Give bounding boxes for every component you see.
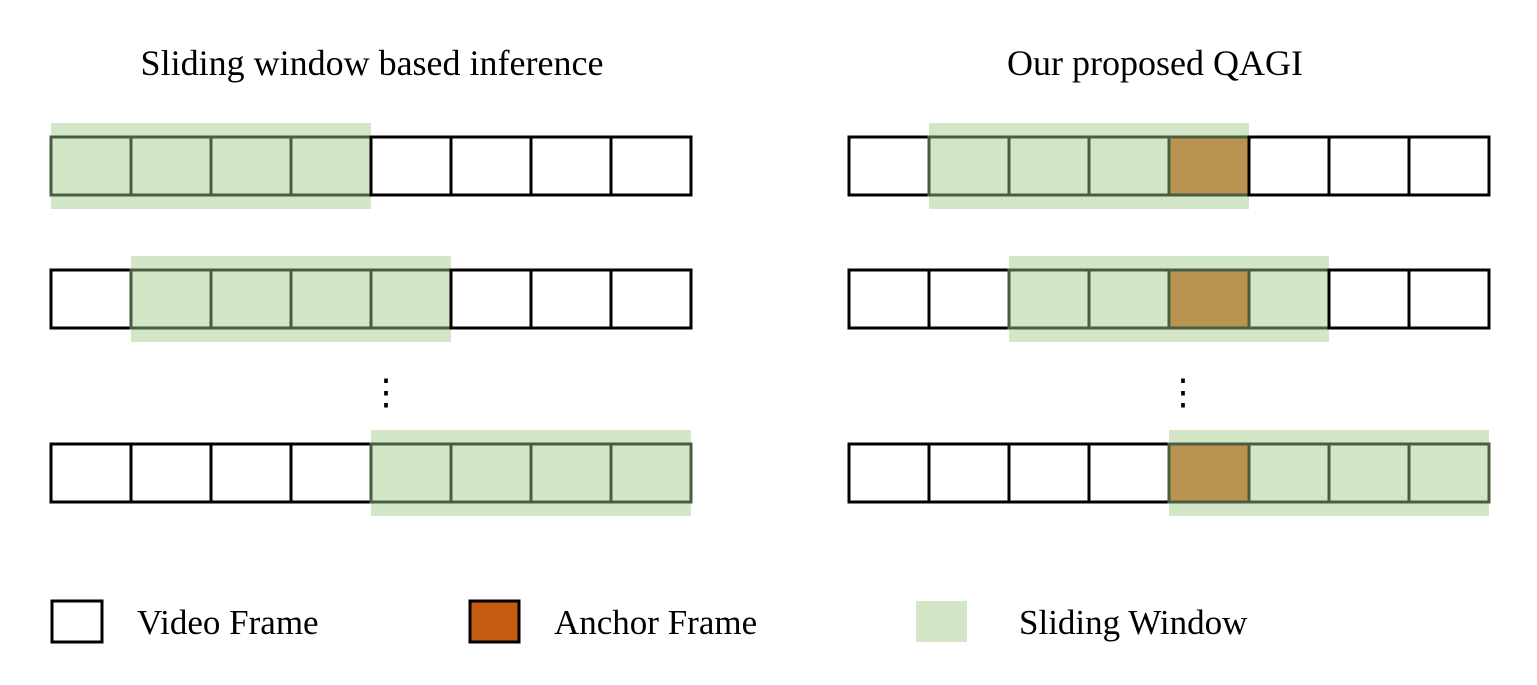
panel-sliding-window: Sliding window based inference ⋮ <box>49 43 693 516</box>
video-frame <box>1087 442 1171 504</box>
panel-qagi: Our proposed QAGI ⋮ <box>847 43 1491 516</box>
anchor-frame <box>1167 268 1251 330</box>
legend: Video Frame Anchor Frame Sliding Window <box>50 599 1248 644</box>
frame-row <box>49 123 693 209</box>
video-frame <box>1407 135 1491 197</box>
video-frame <box>847 442 931 504</box>
legend-anchor-frame-swatch <box>468 599 521 644</box>
video-frame <box>49 268 133 330</box>
video-frame <box>1407 442 1491 504</box>
anchor-frame <box>1167 135 1251 197</box>
video-frame <box>1407 268 1491 330</box>
frame-row <box>49 430 693 516</box>
frame-row <box>847 430 1491 516</box>
video-frame <box>1327 268 1411 330</box>
anchor-frame <box>1167 442 1251 504</box>
legend-video-frame-label: Video Frame <box>137 603 319 642</box>
ellipsis: ⋮ <box>368 372 404 412</box>
video-frame <box>1007 442 1091 504</box>
video-frame <box>449 135 533 197</box>
ellipsis: ⋮ <box>1165 372 1201 412</box>
frame-row <box>847 123 1491 209</box>
legend-sliding-window-label: Sliding Window <box>1019 603 1248 642</box>
panel-title-sliding-window: Sliding window based inference <box>141 43 604 83</box>
video-frame <box>609 442 693 504</box>
video-frame <box>449 268 533 330</box>
legend-sliding-window-swatch <box>916 601 967 642</box>
video-frame <box>529 135 613 197</box>
video-frame <box>927 268 1011 330</box>
video-frame <box>529 268 613 330</box>
video-frame <box>847 268 931 330</box>
panel-title-qagi: Our proposed QAGI <box>1007 43 1303 83</box>
frame-row <box>49 256 693 342</box>
panel-rows <box>49 123 693 516</box>
legend-anchor-frame-label: Anchor Frame <box>554 603 757 642</box>
video-frame <box>209 442 293 504</box>
video-frame <box>129 442 213 504</box>
video-frame <box>1327 135 1411 197</box>
video-frame <box>1247 135 1331 197</box>
legend-video-frame-swatch <box>50 599 104 644</box>
frame-row <box>847 256 1491 342</box>
video-frame <box>847 135 931 197</box>
panel-rows <box>847 123 1491 516</box>
video-frame <box>609 268 693 330</box>
video-frame <box>927 442 1011 504</box>
video-frame <box>609 135 693 197</box>
video-frame <box>289 442 373 504</box>
video-frame <box>369 135 453 197</box>
video-frame <box>49 442 133 504</box>
